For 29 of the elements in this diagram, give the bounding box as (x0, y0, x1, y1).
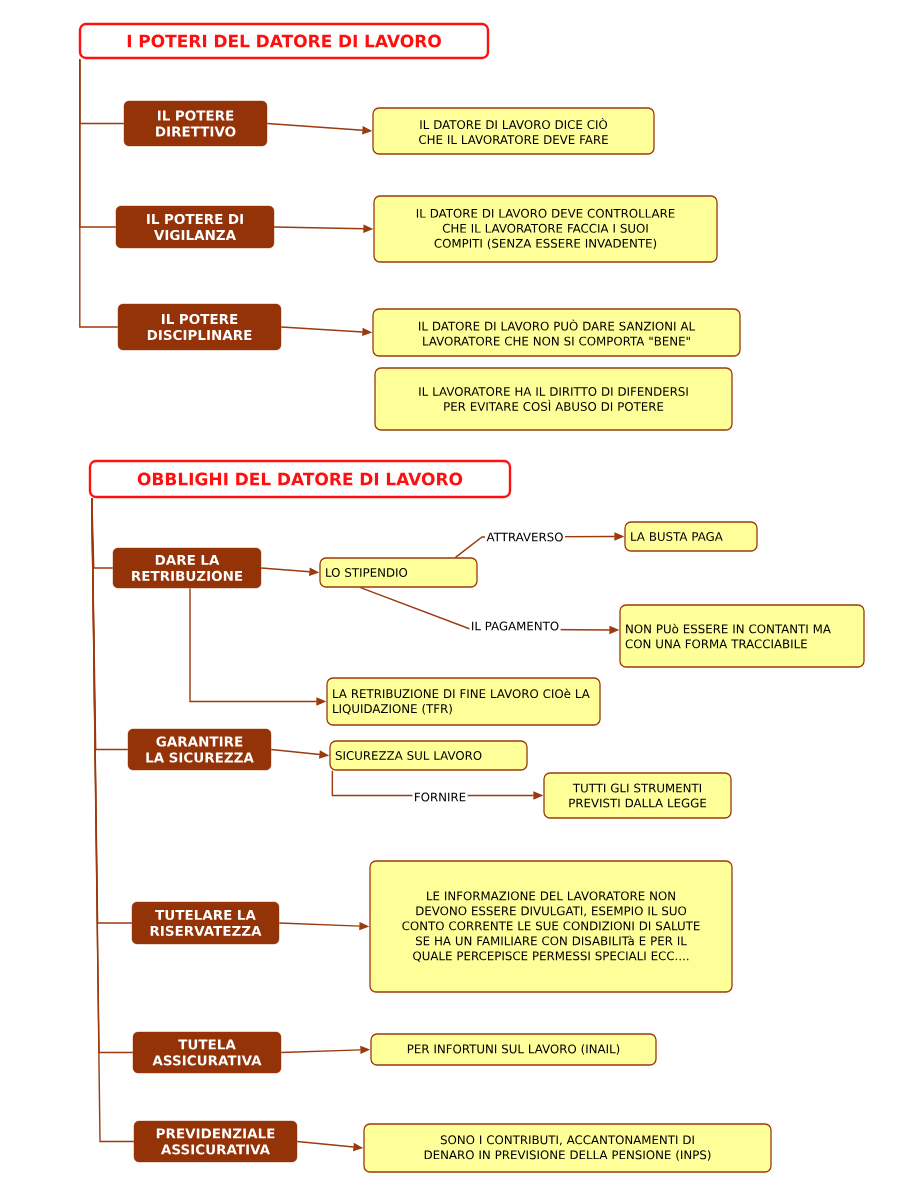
connector-line (79, 58, 119, 328)
description-box: LA RETRIBUZIONE DI FINE LAVORO CIOè LA LIQUIDAZIONE (TFR) (326, 677, 601, 726)
category-box: IL POTERE DIRETTIVO (123, 100, 268, 147)
description-box: LA BUSTA PAGA (624, 521, 758, 552)
edge-label: FORNIRE (412, 791, 468, 803)
description-box: TUTTI GLI STRUMENTI PREVISTI DALLA LEGGE (543, 772, 732, 819)
title-box: I POTERI DEL DATORE DI LAVORO (78, 22, 490, 60)
description-box: IL DATORE DI LAVORO PUÒ DARE SANZIONI AL LAVORATORE CHE NON SI COMPORTA "BENE" (372, 308, 741, 357)
edge-label: IL PAGAMENTO (469, 620, 561, 632)
category-box: TUTELA ASSICURATIVA (132, 1031, 282, 1074)
description-box: LE INFORMAZIONE DEL LAVORATORE NON DEVONO ESSERE DIVULGATI, ESEMPIO IL SUO CONTO CORRENTE LE SUE CONDIZIONI DI SALUTE SE HA UN FAMILIARE CON DISABILITà E PER IL QUALE PERCEPISCE PERMESSI SPECIALI ECC.... (369, 860, 733, 993)
category-box: GARANTIRE LA SICUREZZA (127, 728, 272, 771)
category-box: TUTELARE LA RISERVATEZZA (131, 901, 280, 945)
description-box: SONO I CONTRIBUTI, ACCANTONAMENTI DI DENARO IN PREVISIONE DELLA PENSIONE (INPS) (363, 1123, 772, 1173)
title-box: OBBLIGHI DEL DATORE DI LAVORO (88, 459, 512, 499)
edge-label: ATTRAVERSO (485, 531, 565, 543)
description-box: NON PUò ESSERE IN CONTANTI MA CON UNA FORMA TRACCIABILE (619, 604, 865, 668)
description-box: PER INFORTUNI SUL LAVORO (INAIL) (370, 1033, 657, 1066)
description-box: LO STIPENDIO (319, 557, 478, 588)
category-box: PREVIDENZIALE ASSICURATIVA (133, 1120, 298, 1163)
connector-line (91, 497, 129, 751)
category-box: IL POTERE DI VIGILANZA (115, 205, 275, 249)
description-box: IL DATORE DI LAVORO DICE CIÒ CHE IL LAVORATORE DEVE FARE (372, 107, 655, 155)
category-box: IL POTERE DISCIPLINARE (117, 303, 282, 351)
description-box: SICUREZZA SUL LAVORO (329, 740, 528, 771)
description-box: IL LAVORATORE HA IL DIRITTO DI DIFENDERSI PER EVITARE COSÌ ABUSO DI POTERE (374, 367, 733, 431)
description-box: IL DATORE DI LAVORO DEVE CONTROLLARE CHE IL LAVORATORE FACCIA I SUOI COMPITI (SENZA ESSERE INVADENTE) (373, 195, 718, 263)
connector-line (91, 497, 135, 1143)
category-box: DARE LA RETRIBUZIONE (112, 547, 262, 589)
